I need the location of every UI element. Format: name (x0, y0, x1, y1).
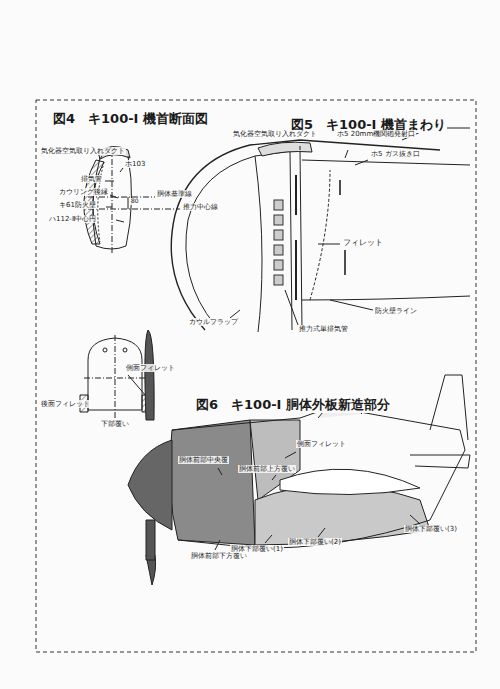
part-label: 胴体下部覆い(1) (230, 545, 284, 553)
part-label: 下部覆い (100, 420, 130, 428)
part-label: ハ112-Ⅱ中心円 (48, 215, 97, 223)
part-label: 胴体基準線 (156, 190, 193, 198)
part-label: フィレット (342, 238, 384, 247)
part-label: 胴体前部上方覆い (238, 465, 296, 473)
part-label: 胴体前部中央覆 (178, 456, 229, 464)
part-label: 側面フィレット (296, 440, 347, 448)
part-label: 胴体前部下方覆い (190, 552, 248, 560)
part-label: 気化器空気取り入れダクト (232, 130, 318, 138)
part-label: ホ103 (124, 160, 146, 168)
part-label: 推力式単排気管 (298, 325, 349, 333)
part-label: キ61防火壁 (58, 201, 97, 209)
part-label: 防火壁ライン (374, 307, 418, 315)
part-label: 80 (130, 198, 140, 205)
part-label: 推力中心線 (182, 203, 219, 211)
part-label: 気化器空気取り入れダクト (40, 147, 126, 155)
figure-title: 図6 キ100-Ⅰ 胴体外板新造部分 (195, 398, 391, 413)
part-label: 胴体下部覆い(2) (288, 538, 342, 546)
part-label: ホ5 20mm機関砲発射口 (336, 130, 416, 138)
part-label: 後面フィレット (40, 400, 91, 408)
figure-title: 図4 キ100-Ⅰ 機首断面図 (52, 112, 209, 127)
part-label: 側面フィレット (125, 364, 176, 372)
part-label: ホ5 ガス抜き口 (370, 150, 421, 158)
part-label: 胴体下部覆い(3) (404, 525, 458, 533)
part-label: カウルフラップ (188, 318, 239, 326)
part-label: 排気管 (80, 175, 103, 183)
part-label: カウリング後縁 (58, 188, 109, 196)
